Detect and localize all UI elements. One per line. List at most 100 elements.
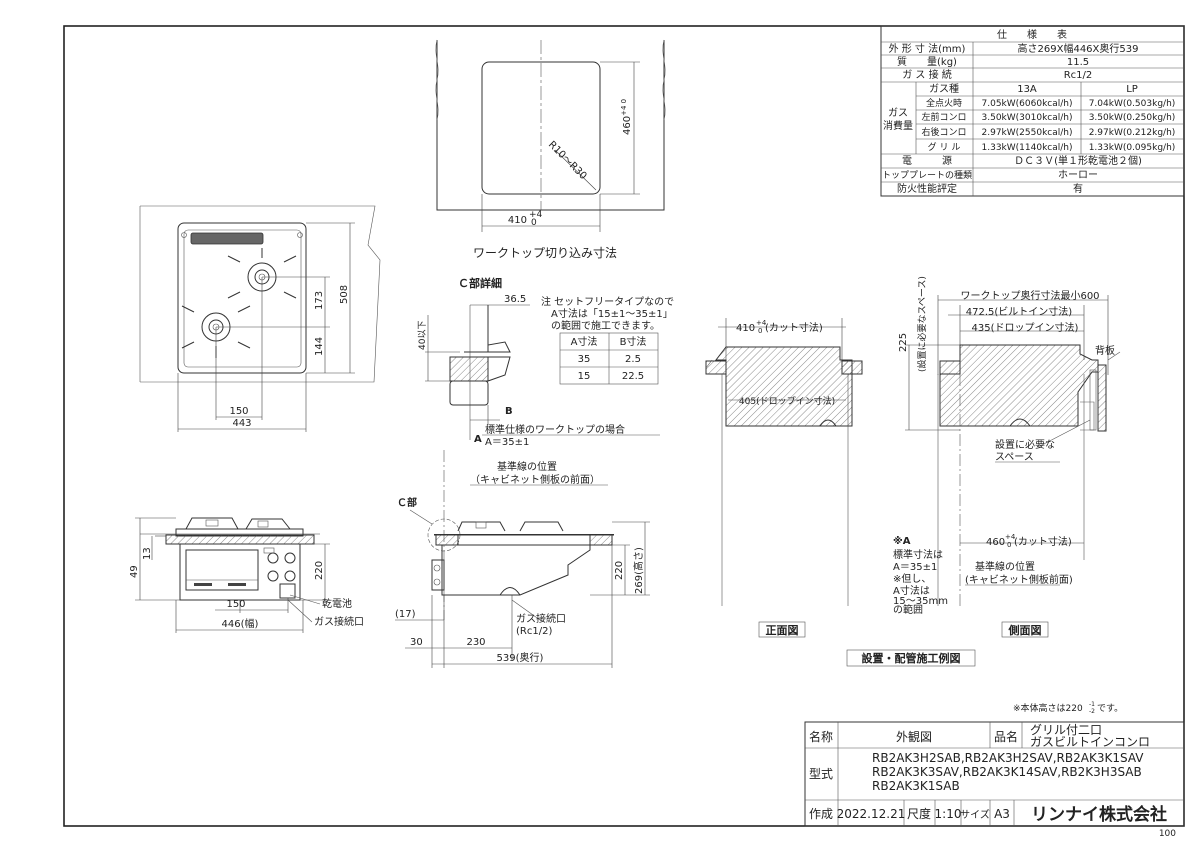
- grill-door: [185, 549, 259, 591]
- knob-icon: [284, 570, 296, 582]
- scale-label: 尺度: [907, 806, 931, 821]
- front-view: 49 13 220 150 446(幅) 乾電池 ガス接続口: [129, 517, 364, 633]
- detail-c-note: 注 セットフリータイプなので A寸法は「15±1〜35±1」 の範囲で施工できま…: [541, 295, 677, 332]
- title-block: 名称 外観図 品名 グリル付二口 ガスビルトインコンロ 型式 RB2AK3H2S…: [804, 721, 1185, 839]
- made-label: 作成: [809, 807, 833, 821]
- dim-173: 173: [314, 291, 325, 310]
- worktop-cutout-view: 460+4 0 410 +4 0 R10〜R30 ワークトップ切り込み寸法: [435, 39, 666, 260]
- detail-c: Ｃ部詳細 36.5 40以下 B A 注 セットフリータイプなので A寸法は「1…: [418, 276, 677, 620]
- knob-icon: [284, 552, 296, 564]
- install-front-drop: 405(ドロップイン寸法): [739, 395, 835, 407]
- dim-40: 40以下: [418, 321, 428, 350]
- table-head-b: B寸法: [620, 335, 647, 348]
- cutout-width-label: 410: [508, 215, 527, 226]
- spec-gas-row-label: グ リ ル: [928, 141, 961, 153]
- install-side-builtin: 472.5(ビルトイン寸法): [966, 305, 1073, 318]
- spec-gas-row-13a: 1.33kW(1140kcal/h): [982, 143, 1073, 153]
- model-label: 型式: [809, 767, 833, 781]
- install-side-label: 側面図: [1008, 623, 1042, 637]
- dim-36-5: 36.5: [504, 294, 526, 305]
- ref-line-note: 基準線の位置 （キャビネット側板の前面）: [470, 460, 600, 486]
- label-b: B: [505, 406, 513, 417]
- spec-value-fire: 有: [1073, 182, 1083, 195]
- install-side-star-a: ※A: [893, 535, 911, 547]
- install-side-worktop: ワークトップ奥行寸法最小600: [960, 289, 1099, 302]
- side-view: Ｃ部 220 269(高さ) ガス接続口 (Rc1/2) (17) 30: [395, 496, 650, 668]
- cutout-width-tol-plus: +4: [529, 210, 543, 220]
- spec-gas-head-label: ガス種: [929, 82, 959, 95]
- dim-230: 230: [466, 637, 485, 648]
- dim-220: 220: [314, 561, 325, 580]
- install-front-view: 410 +4 0 (カット寸法) 405(ドロップイン寸法) 正面図: [705, 317, 863, 638]
- spec-gas-row-13a: 3.50kW(3010kcal/h): [982, 113, 1073, 123]
- table-cell: 22.5: [622, 371, 644, 382]
- made-value: 2022.12.21: [837, 807, 906, 821]
- dim-269: 269(高さ): [632, 547, 645, 594]
- spec-gas-row-lp: 3.50kW(0.250kg/h): [1089, 113, 1176, 123]
- dim-150: 150: [229, 406, 248, 417]
- cutout-radius-label: R10〜R30: [546, 139, 589, 182]
- dim-443: 443: [232, 418, 251, 429]
- spec-gas-group-label: ガス消費量: [883, 107, 913, 132]
- spec-label-power: 電 源: [902, 154, 952, 167]
- std-note: 標準仕様のワークトップの場合 A＝35±1: [485, 423, 628, 448]
- c-part-label: Ｃ部: [397, 496, 417, 509]
- install-front-label: 正面図: [766, 623, 799, 637]
- spec-gas-row-13a: 7.05kW(6060kcal/h): [982, 99, 1073, 109]
- knob-icon: [267, 552, 279, 564]
- spec-gas-row-lp: 7.04kW(0.503kg/h): [1089, 99, 1176, 109]
- name-label: 名称: [809, 729, 833, 744]
- spec-value-dimensions: 高さ269X幅446X奥行539: [1018, 42, 1139, 55]
- battery-label: 乾電池: [322, 597, 352, 610]
- label-a: A: [474, 434, 482, 445]
- dim-144: 144: [314, 337, 325, 356]
- spec-gas-row-label: 全点火時: [926, 97, 962, 109]
- dim-13: 13: [142, 547, 153, 560]
- install-side-225: 225: [898, 333, 909, 352]
- scale-value: 1:10: [935, 807, 962, 821]
- install-title: 設置・配管施工例図: [862, 651, 961, 665]
- table-cell: 2.5: [625, 354, 641, 365]
- spec-value-power: ＤＣ３Ｖ(単１形乾電池２個): [1014, 154, 1142, 167]
- spec-gas-row-label: 右後コンロ: [921, 126, 966, 138]
- install-side-space-note: (設置に必要なスペース): [916, 276, 928, 372]
- install-side-std: 標準寸法は A＝35±1 ※但し、 A寸法は 15〜35mm の範囲: [893, 548, 951, 616]
- company-name: リンナイ株式会社: [1031, 804, 1167, 825]
- table-head-a: A寸法: [571, 335, 598, 348]
- dim-220-side: 220: [614, 561, 625, 580]
- spec-gas-row-13a: 2.97kW(2550kcal/h): [982, 128, 1073, 138]
- spec-value-plate: ホーロー: [1058, 169, 1098, 181]
- dim-508: 508: [339, 285, 350, 304]
- spec-label-fire: 防火性能評定: [897, 182, 957, 195]
- spec-label-dimensions: 外 形 寸 法(mm): [889, 42, 966, 55]
- dim-17: (17): [395, 609, 416, 620]
- product-label: 品名: [994, 729, 1018, 744]
- cutout-outline: [481, 61, 601, 195]
- install-front-cut: 410 +4 0 (カット寸法): [736, 317, 823, 336]
- table-cell: 35: [578, 354, 591, 365]
- battery-box: [279, 583, 296, 599]
- spec-title: 仕 様 表: [997, 28, 1067, 41]
- dim-30: 30: [410, 637, 423, 648]
- spec-value-gas-conn: Rc1/2: [1064, 70, 1093, 81]
- spec-gas-head-13a: 13A: [1017, 84, 1037, 95]
- gas-port-label: ガス接続口: [314, 615, 364, 628]
- cutout-depth-label: 460+4 0: [620, 99, 633, 135]
- spec-label-mass: 質 量(kg): [897, 55, 957, 68]
- model-value: RB2AK3H2SAB,RB2AK3H2SAV,RB2AK3K1SAV RB2A…: [872, 751, 1147, 793]
- dim-49: 49: [129, 565, 140, 578]
- plan-view: 173 144 508 150 443: [139, 205, 381, 432]
- dim-150-front: 150: [226, 599, 245, 610]
- knob-icon: [267, 570, 279, 582]
- size-value: A3: [994, 807, 1010, 821]
- install-side-space2: 設置に必要な スペース: [995, 438, 1058, 463]
- detail-c-title: Ｃ部詳細: [458, 276, 502, 290]
- table-cell: 15: [578, 371, 591, 382]
- size-label: サイズ: [960, 808, 990, 821]
- spec-gas-row-lp: 2.97kW(0.212kg/h): [1089, 128, 1176, 138]
- spec-label-plate: トッププレートの種類: [882, 170, 972, 181]
- gas-port-side-label: ガス接続口 (Rc1/2): [516, 612, 569, 637]
- spec-gas-head-lp: LP: [1126, 84, 1138, 95]
- height-note: ※本体高さは220 -1 -2 です。: [1013, 699, 1123, 716]
